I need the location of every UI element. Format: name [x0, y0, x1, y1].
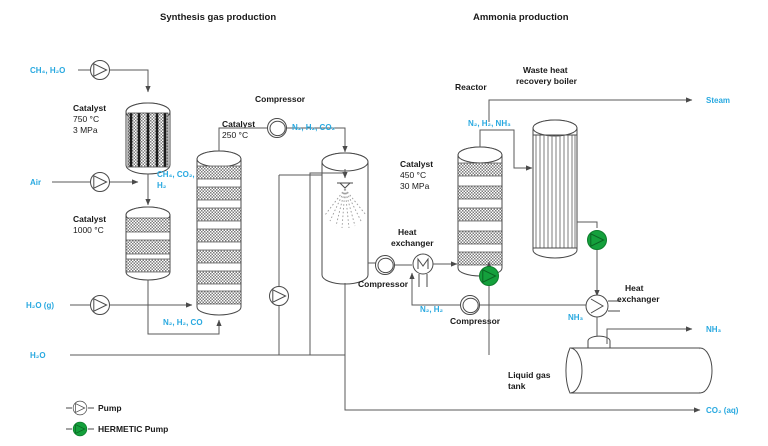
compressor-low-label: Compressor	[450, 316, 501, 326]
spray-pattern-icon	[324, 188, 367, 229]
stream-label-steam: Steam	[706, 96, 730, 105]
primary-reformer-pressure: 3 MPa	[73, 125, 98, 135]
primary-reformer-temp: 750 °C	[73, 114, 99, 124]
waste-heat-boiler-vessel	[532, 119, 578, 259]
heat-exchanger-left-label-1: Heat	[398, 227, 417, 237]
heat-exchanger-right-label-2: exchanger	[617, 294, 660, 304]
stream-label-nh3-mid: NH₃	[568, 313, 584, 322]
hermetic-pump-boiler-feed-icon[interactable]	[479, 266, 499, 286]
stream-label-air: Air	[30, 178, 41, 187]
compressor-mid-label: Compressor	[358, 279, 409, 289]
title-ammonia: Ammonia production	[473, 12, 569, 23]
stream-label-n2-h2-nh3: N₂, H₂, NH₃	[468, 119, 511, 128]
stream-label-ch4-h2o: CH₄, H₂O	[30, 66, 65, 75]
line-secondary-to-shift	[147, 280, 222, 335]
heat-exchanger-right-icon[interactable]	[585, 294, 620, 318]
line-compressor-to-scrubber	[287, 127, 348, 153]
compressor-top-label: Compressor	[255, 94, 306, 104]
line-h2o-main-riser	[309, 172, 345, 355]
line-boiler-side-out	[577, 221, 598, 228]
liquid-gas-tank-label-2: tank	[508, 381, 526, 391]
stream-label-co2-aq: CO₂ (aq)	[706, 406, 739, 415]
compressor-top-icon[interactable]	[267, 118, 287, 138]
scrubber-vessel	[321, 152, 369, 285]
legend: Pump HERMETIC Pump	[66, 400, 168, 437]
pump-icon	[72, 400, 88, 416]
pump-feed-air-icon[interactable]	[90, 172, 110, 192]
ammonia-reactor-vessel	[457, 146, 503, 277]
shift-column-vessel	[196, 150, 242, 316]
stream-label-ch4-co2-h2-b: H₂	[157, 181, 167, 190]
line-scrubber-bottom	[344, 283, 701, 413]
shift-column-label: Catalyst	[222, 119, 255, 129]
legend-pump-row: Pump	[66, 400, 122, 416]
line-ch4-to-reformer	[110, 69, 151, 93]
title-synthesis-gas: Synthesis gas production	[160, 12, 276, 23]
line-n2h2-recycle	[409, 272, 475, 306]
secondary-reformer-label: Catalyst	[73, 214, 106, 224]
reactor-temp: 450 °C	[400, 170, 426, 180]
pump-feed-h2o-icon[interactable]	[90, 295, 110, 315]
hermetic-pump-icon	[72, 421, 88, 437]
heat-exchanger-right-label-1: Heat	[625, 283, 644, 293]
liquid-gas-tank-vessel	[565, 335, 713, 394]
pump-feed-ch4-icon[interactable]	[90, 60, 110, 80]
liquid-gas-tank-label-1: Liquid gas	[508, 370, 551, 380]
pump-recycle-icon[interactable]	[269, 286, 289, 306]
compressor-mid-icon[interactable]	[375, 255, 395, 275]
stream-label-n2-h2: N₂, H₂	[420, 305, 444, 314]
reactor-pressure: 30 MPa	[400, 181, 430, 191]
hermetic-pump-nh3-icon[interactable]	[587, 230, 607, 250]
compressor-low-icon[interactable]	[460, 295, 480, 315]
stream-label-ch4-co2-h2: CH₄, CO₂,	[157, 170, 195, 179]
stream-label-n2-h2-co: N₂, H₂, CO	[163, 318, 203, 327]
legend-hermetic-pump-row: HERMETIC Pump	[66, 421, 168, 437]
stream-label-h2o: H₂O	[30, 351, 46, 360]
secondary-reformer-temp: 1000 °C	[73, 225, 104, 235]
waste-heat-boiler-label-1: Waste heat	[523, 65, 568, 75]
legend-pump-label: Pump	[98, 403, 122, 413]
heat-exchanger-left-icon[interactable]	[412, 253, 434, 287]
line-shift-top-to-compressor	[218, 127, 267, 151]
spray-nozzle-icon	[337, 182, 353, 189]
primary-reformer-label: Catalyst	[73, 103, 106, 113]
waste-heat-boiler-label-2: recovery boiler	[516, 76, 578, 86]
heat-exchanger-left-label-2: exchanger	[391, 238, 434, 248]
reactor-catalyst-label: Catalyst	[400, 159, 433, 169]
shift-column-temp: 250 °C	[222, 130, 248, 140]
stream-label-h2o-g: H₂O (g)	[26, 301, 54, 310]
stream-label-n2-h2-co2: N₂, H₂, CO₂	[292, 123, 336, 132]
reactor-label: Reactor	[455, 82, 487, 92]
line-nh3-product-out	[606, 326, 693, 344]
primary-reformer-vessel	[125, 102, 171, 175]
stream-label-nh3-out: NH₃	[706, 325, 722, 334]
secondary-reformer-vessel	[125, 206, 171, 281]
line-steam-out	[488, 97, 693, 120]
legend-hermetic-pump-label: HERMETIC Pump	[98, 424, 168, 434]
line-reactor-to-boiler	[479, 129, 533, 171]
